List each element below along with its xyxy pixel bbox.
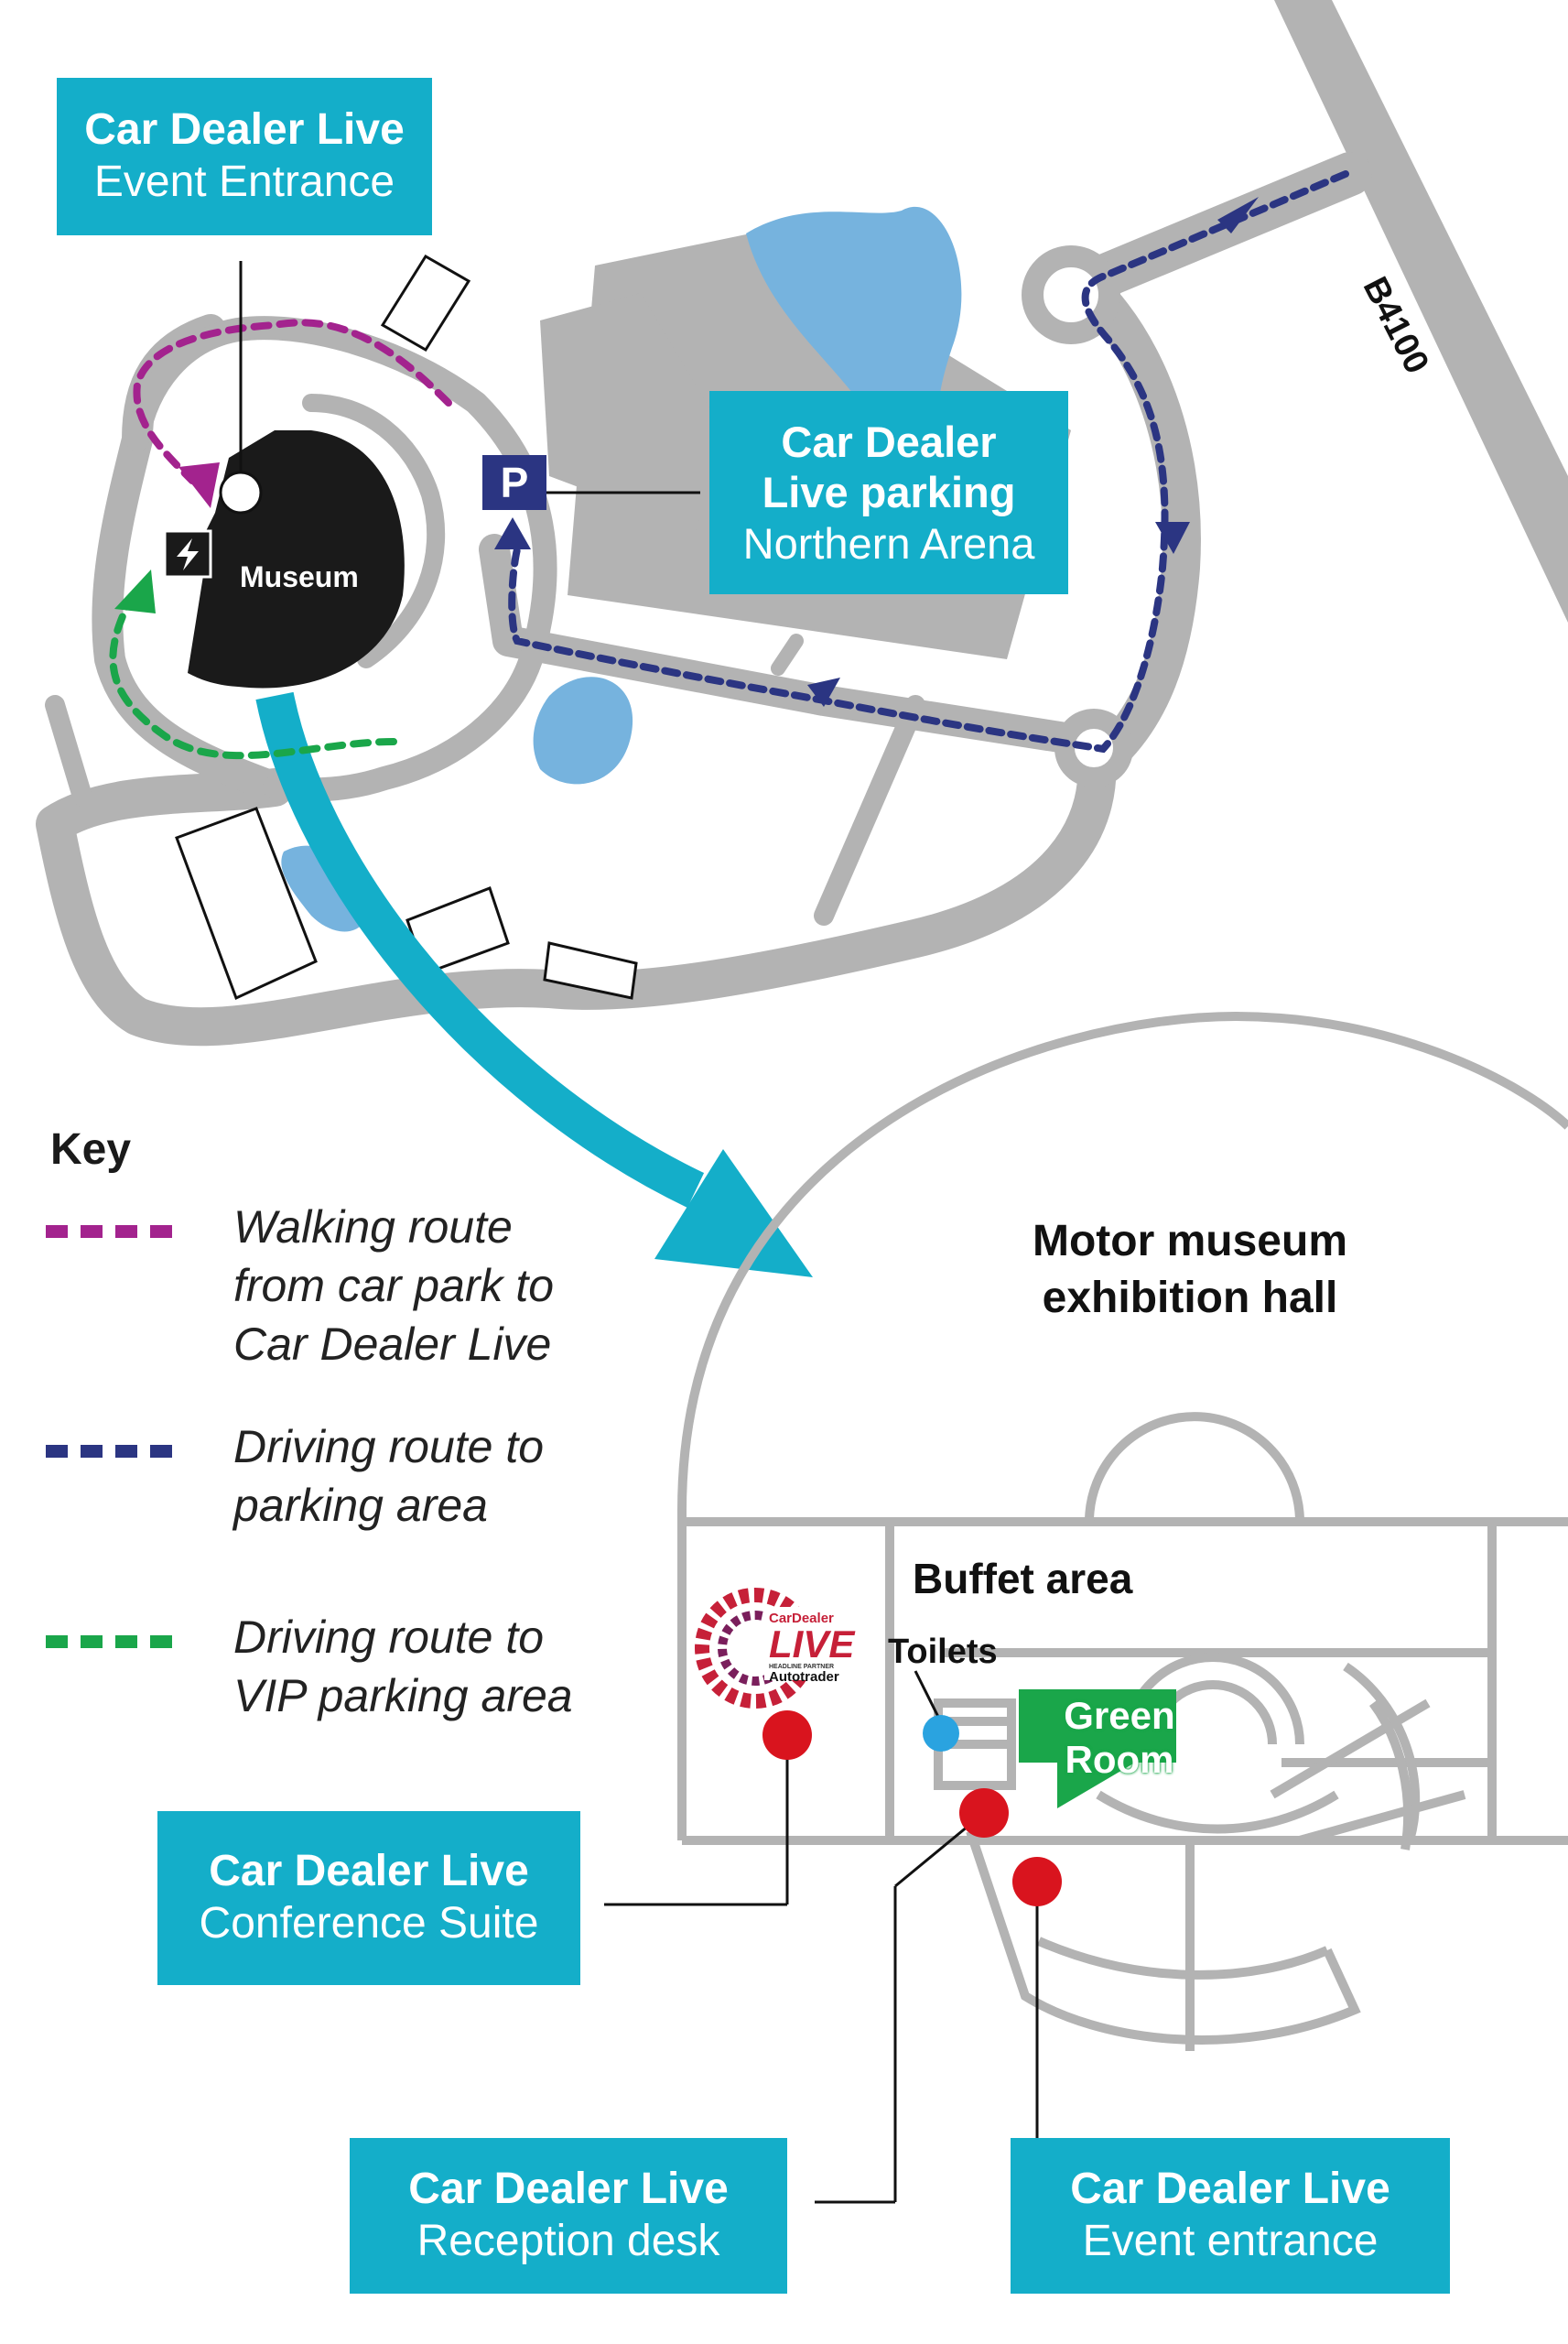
green-room-arrow [1019, 1689, 1176, 1808]
walking-route [133, 319, 452, 484]
vip-driving-route-arrow [114, 570, 156, 613]
b4100-road [1274, 0, 1568, 623]
hall-direction-arrow-shaft [255, 691, 705, 1208]
toilets-label: Toilets [888, 1633, 998, 1671]
parking-callout: Car Dealer Live parking Northern Arena [709, 391, 1068, 594]
hall-direction-arrowhead [654, 1149, 813, 1277]
lightning-icon [177, 538, 199, 570]
top-entrance-callout: Car Dealer Live Event Entrance [57, 78, 432, 235]
toilets-marker [923, 1715, 959, 1752]
key-line: parking area [233, 1480, 488, 1531]
callout-title-line1: Car Dealer [781, 417, 997, 466]
toilets-leader [914, 1670, 940, 1718]
driving-arrow-parking [494, 517, 531, 549]
parking-callout-box [709, 391, 1068, 594]
entrance-marker [219, 471, 263, 515]
callout-subtitle: Reception desk [416, 2217, 720, 2265]
event-entrance-marker [1012, 1857, 1062, 1906]
callout-subtitle: Event Entrance [93, 157, 395, 206]
callout-subtitle: Conference Suite [199, 1899, 539, 1948]
key-walking-label: Walking route from car park to Car Deale… [233, 1198, 654, 1373]
key-line: VIP parking area [233, 1670, 573, 1721]
cardealer-live-logo [695, 1588, 865, 1709]
callout-title: Car Dealer Live [1070, 2165, 1390, 2214]
key-line: Walking route [233, 1201, 513, 1253]
parking-sign [482, 455, 546, 510]
callout-title: Car Dealer Live [84, 105, 405, 155]
driving-route [508, 170, 1349, 754]
logo-line2: LIVE [769, 1622, 855, 1666]
logo-text: CarDealer LIVE HEADLINE PARTNER Autotrad… [769, 1612, 865, 1684]
key-driving-label: Driving route to parking area [233, 1417, 654, 1535]
building-west [540, 293, 723, 531]
callout-subtitle: Northern Arena [742, 518, 1035, 568]
logo-line3: HEADLINE PARTNER [769, 1664, 835, 1670]
green-room-line2: Room [1065, 1738, 1174, 1782]
museum-building [188, 430, 405, 689]
callout-title-line2: Live parking [762, 468, 1016, 517]
driving-arrow-north [1217, 197, 1259, 233]
walking-route-arrow [178, 462, 220, 508]
museum-label: Museum [240, 560, 359, 593]
buffet-area-label: Buffet area [913, 1555, 1133, 1602]
hall-title-line1: Motor museum [1032, 1217, 1347, 1265]
hall-title: Motor museum exhibition hall [952, 1213, 1428, 1328]
conference-suite-marker [762, 1710, 812, 1760]
parking-symbol: P [500, 459, 529, 506]
logo-line4: Autotrader [769, 1669, 839, 1685]
key-line: Driving route to [233, 1421, 545, 1472]
key-line: Car Dealer Live [233, 1318, 552, 1370]
hall-title-line2: exhibition hall [1042, 1274, 1338, 1323]
key-line: from car park to [233, 1260, 555, 1311]
conference-callout: Car Dealer Live Conference Suite [157, 1811, 580, 1985]
key-line: Driving route to [233, 1612, 545, 1663]
lake-middle [533, 677, 633, 785]
exhibition-hall [677, 1011, 1568, 2051]
reception-callout: Car Dealer Live Reception desk [350, 2138, 787, 2294]
key-title: Key [50, 1125, 132, 1174]
reception-desk-marker [959, 1788, 1009, 1838]
key-vip-label: Driving route to VIP parking area [233, 1608, 654, 1725]
callout-title: Car Dealer Live [408, 2165, 729, 2214]
green-room-label: Green Room [1042, 1694, 1197, 1783]
driving-arrow-east [1155, 522, 1190, 554]
outbuildings [175, 254, 638, 1001]
logo-line1: CarDealer [769, 1611, 834, 1626]
green-room-line1: Green [1064, 1694, 1175, 1737]
callout-subtitle: Event entrance [1082, 2217, 1379, 2265]
driving-arrow-south [807, 678, 840, 707]
callout-title: Car Dealer Live [209, 1847, 529, 1896]
vip-driving-route [109, 601, 397, 760]
event-entrance-callout: Car Dealer Live Event entrance [1011, 2138, 1450, 2294]
